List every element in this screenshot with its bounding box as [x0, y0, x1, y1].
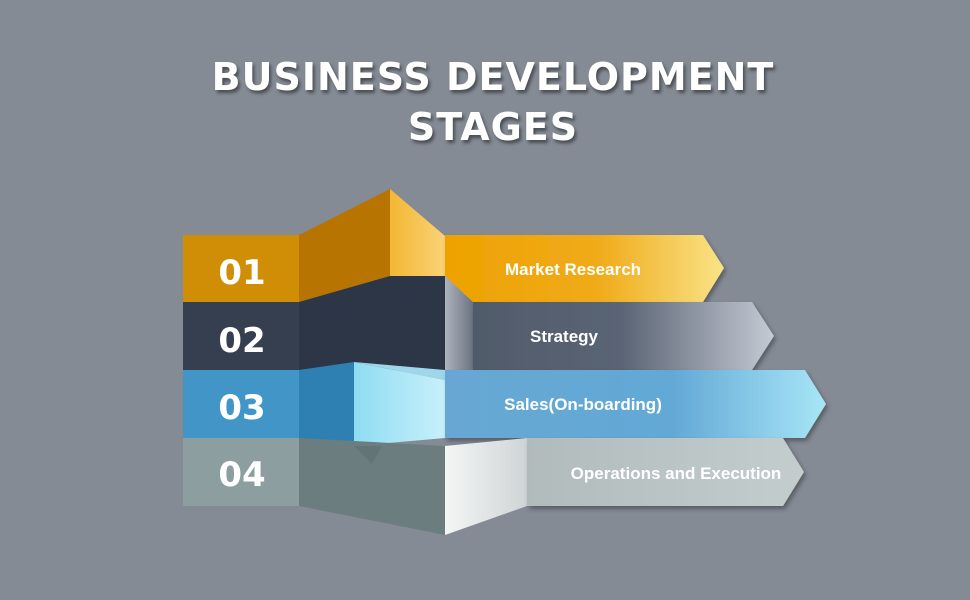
stage-03-fold-face	[354, 362, 445, 446]
stage-04	[183, 438, 804, 535]
stage-01-number-box	[183, 235, 299, 302]
stage-04-label: Operations and Execution	[571, 464, 782, 483]
title-line-2: STAGES	[407, 105, 579, 149]
stage-02-label: Strategy	[530, 327, 599, 346]
stage-02	[183, 276, 774, 370]
stage-01-number: 01	[218, 253, 265, 293]
stage-03-label: Sales(On-boarding)	[504, 395, 662, 414]
stage-02-fold-face	[445, 276, 473, 370]
stage-04-arrow	[527, 438, 804, 506]
stage-02-number-box	[183, 302, 299, 370]
stage-04-number-box	[183, 438, 299, 506]
stage-04-fold-back	[299, 438, 445, 535]
stage-03-fold-back	[299, 362, 354, 446]
stage-01-fold-top	[299, 189, 390, 302]
stage-02-arrow	[473, 302, 774, 370]
stage-03-number: 03	[218, 388, 265, 428]
stage-03	[183, 362, 826, 446]
stage-01	[183, 189, 724, 302]
stage-03-arrow	[445, 370, 826, 438]
stage-03-number-box	[183, 370, 299, 438]
stage-02-number: 02	[218, 321, 265, 361]
stage-02-fold-back	[299, 276, 445, 370]
stage-01-arrow	[445, 235, 724, 302]
stage-01-label: Market Research	[505, 260, 641, 279]
stage-04-number: 04	[218, 455, 265, 495]
stage-03-fold-top	[354, 362, 445, 380]
stage-04-fold-face	[445, 438, 527, 535]
page-title: BUSINESS DEVELOPMENT STAGES	[0, 52, 970, 152]
stage-01-fold-face	[390, 189, 445, 302]
stage-04-fold-shadow	[354, 446, 382, 464]
title-line-1: BUSINESS DEVELOPMENT	[211, 55, 775, 99]
